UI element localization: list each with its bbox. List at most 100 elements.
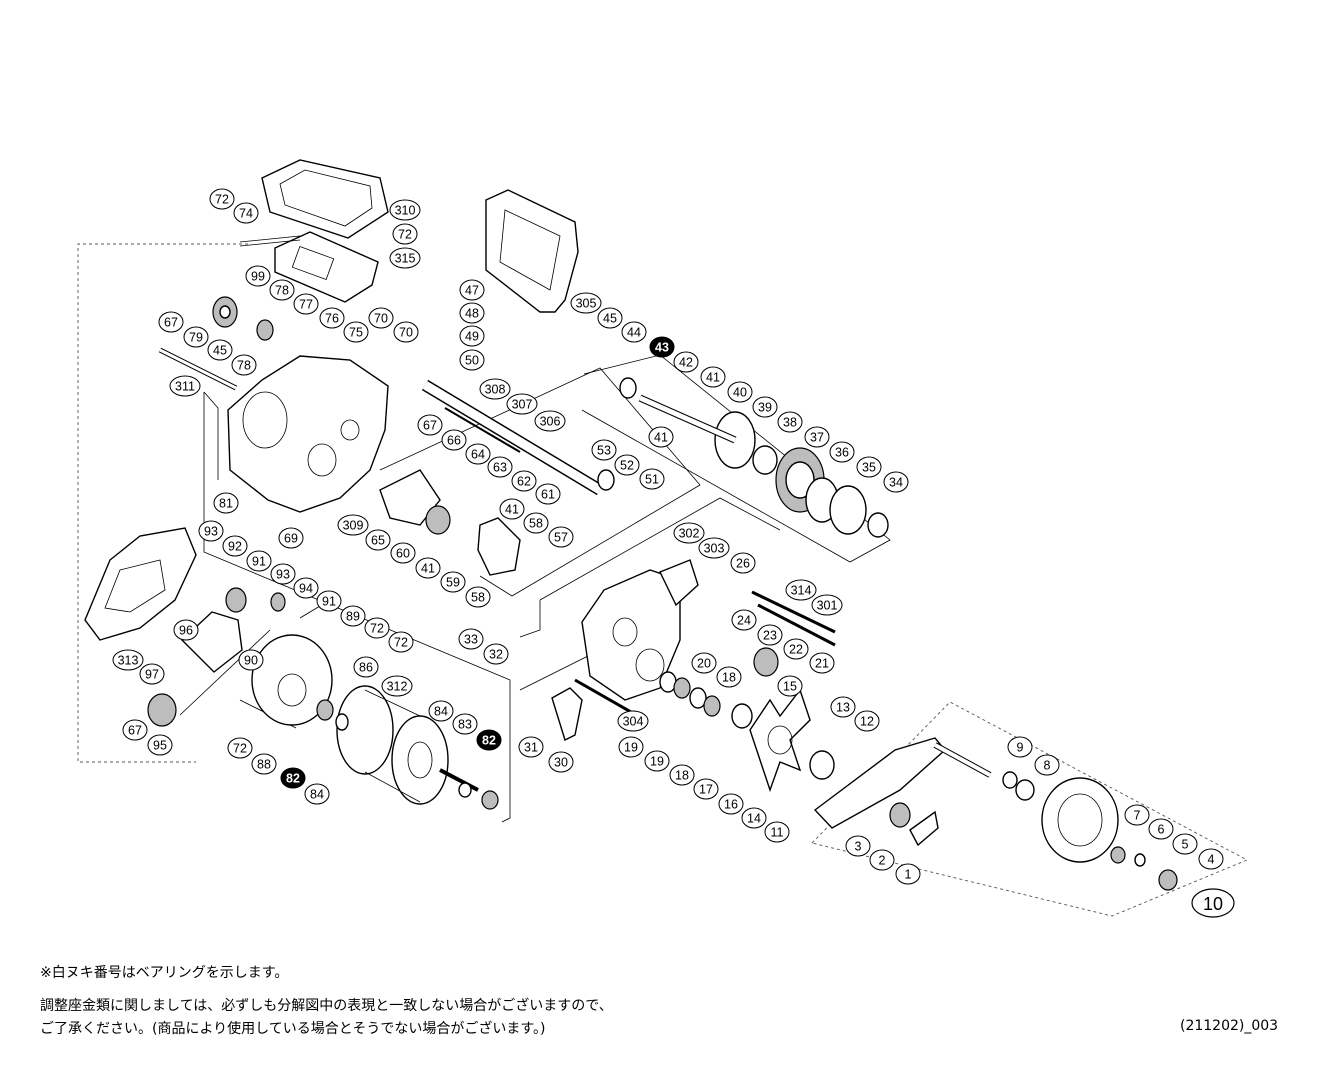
part-callout-11: 11 bbox=[764, 821, 790, 843]
part-number-text: 37 bbox=[810, 431, 824, 445]
top-cover-part bbox=[261, 159, 389, 239]
part-number-text: 23 bbox=[763, 629, 777, 643]
part-callout-99: 99 bbox=[245, 265, 271, 287]
part-callout-59: 59 bbox=[440, 571, 466, 593]
part-number-text: 93 bbox=[204, 525, 218, 539]
handle-arm-part bbox=[813, 737, 946, 829]
adjust-note-line-2: ご了承ください。(商品により使用している場合とそうでない場合がございます。) bbox=[40, 1021, 546, 1037]
side-plate-part bbox=[485, 189, 579, 313]
part-number-text: 75 bbox=[349, 326, 363, 340]
part-number-text: 94 bbox=[299, 582, 313, 596]
part-callout-6: 6 bbox=[1148, 818, 1174, 840]
part-callout-17: 17 bbox=[693, 778, 719, 800]
part-number-text: 70 bbox=[374, 312, 388, 326]
part-number-text: 83 bbox=[458, 718, 472, 732]
part-callout-304: 304 bbox=[617, 710, 649, 732]
part-number-text: 3 bbox=[855, 840, 862, 854]
part-number-text: 306 bbox=[540, 415, 561, 429]
part-callout-95: 95 bbox=[147, 734, 173, 756]
part-number-text: 62 bbox=[517, 475, 531, 489]
part-number-text: 41 bbox=[706, 371, 720, 385]
part-callout-7: 7 bbox=[1124, 804, 1150, 826]
part-number-text: 45 bbox=[603, 312, 617, 326]
part-number-text: 51 bbox=[645, 473, 659, 487]
part-callout-84: 84 bbox=[428, 700, 454, 722]
part-callout-57: 57 bbox=[548, 526, 574, 548]
adjust-note-line-1: 調整座金類に関しましては、必ずしも分解図中の表現と一致しない場合がございますので… bbox=[40, 998, 613, 1014]
part-number-text: 313 bbox=[118, 654, 139, 668]
part-callout-78: 78 bbox=[231, 354, 257, 376]
bearing-note: ※白ヌキ番号はベアリングを示します。 bbox=[40, 965, 289, 981]
part-callout-4: 4 bbox=[1198, 848, 1224, 870]
part-callout-313: 313 bbox=[112, 649, 144, 671]
part-number-text: 89 bbox=[346, 610, 360, 624]
part-callout-67: 67 bbox=[122, 719, 148, 741]
part-number-text: 307 bbox=[512, 398, 533, 412]
part-number-text: 76 bbox=[325, 312, 339, 326]
part-number-text: 99 bbox=[251, 270, 265, 284]
part-number-text: 72 bbox=[370, 622, 384, 636]
part-callout-90: 90 bbox=[238, 649, 264, 671]
part-callout-16: 16 bbox=[718, 793, 744, 815]
part-callout-75: 75 bbox=[343, 321, 369, 343]
part-number-text: 16 bbox=[724, 798, 738, 812]
part-number-text: 77 bbox=[299, 298, 313, 312]
part-callout-82: 82 bbox=[476, 729, 502, 751]
part-callout-303: 303 bbox=[698, 537, 730, 559]
part-callout-306: 306 bbox=[534, 410, 566, 432]
part-number-text: 78 bbox=[237, 359, 251, 373]
part-number-text: 17 bbox=[699, 783, 713, 797]
part-number-text: 82 bbox=[286, 772, 300, 786]
part-number-text: 14 bbox=[747, 812, 761, 826]
part-callout-84: 84 bbox=[304, 783, 330, 805]
part-number-text: 6 bbox=[1158, 823, 1165, 837]
part-callout-301: 301 bbox=[811, 594, 843, 616]
part-callout-13: 13 bbox=[830, 696, 856, 718]
part-number-text: 20 bbox=[697, 657, 711, 671]
part-number-text: 67 bbox=[128, 724, 142, 738]
part-callout-83: 83 bbox=[452, 713, 478, 735]
part-number-text: 57 bbox=[554, 531, 568, 545]
part-callout-19: 19 bbox=[618, 736, 644, 758]
part-callout-88: 88 bbox=[251, 753, 277, 775]
part-callout-86: 86 bbox=[353, 656, 379, 678]
part-number-text: 72 bbox=[398, 228, 412, 242]
part-number-text: 19 bbox=[650, 755, 664, 769]
part-callout-48: 48 bbox=[459, 302, 485, 324]
part-callout-72: 72 bbox=[209, 188, 235, 210]
part-callout-33: 33 bbox=[458, 628, 484, 650]
part-number-text: 31 bbox=[524, 741, 538, 755]
part-number-text: 36 bbox=[835, 446, 849, 460]
part-number-text: 58 bbox=[529, 517, 543, 531]
part-callout-35: 35 bbox=[856, 456, 882, 478]
part-number-text: 12 bbox=[860, 715, 874, 729]
part-number-text: 11 bbox=[771, 826, 784, 840]
part-callout-32: 32 bbox=[483, 643, 509, 665]
part-callout-49: 49 bbox=[459, 325, 485, 347]
part-callout-21: 21 bbox=[809, 652, 835, 674]
part-number-text: 41 bbox=[654, 431, 668, 445]
part-callout-41: 41 bbox=[648, 426, 674, 448]
part-number-text: 32 bbox=[489, 648, 503, 662]
part-number-text: 315 bbox=[395, 252, 416, 266]
part-number-text: 18 bbox=[722, 671, 736, 685]
part-number-text: 21 bbox=[815, 657, 829, 671]
part-callout-18: 18 bbox=[716, 666, 742, 688]
part-number-text: 41 bbox=[505, 503, 519, 517]
part-number-text: 311 bbox=[175, 380, 195, 394]
assembly-callout: 10 bbox=[1191, 888, 1235, 918]
group-outlines bbox=[77, 243, 1249, 917]
part-number-text: 93 bbox=[276, 568, 290, 582]
assembly-number: 10 bbox=[1203, 894, 1223, 914]
part-callout-8: 8 bbox=[1034, 754, 1060, 776]
part-number-text: 97 bbox=[145, 668, 159, 682]
part-number-text: 88 bbox=[257, 758, 271, 772]
part-callout-41: 41 bbox=[499, 498, 525, 520]
part-callout-60: 60 bbox=[390, 542, 416, 564]
part-number-text: 72 bbox=[233, 742, 247, 756]
part-callout-20: 20 bbox=[691, 652, 717, 674]
part-number-text: 1 bbox=[905, 868, 912, 882]
part-number-text: 67 bbox=[423, 419, 437, 433]
part-number-text: 86 bbox=[359, 661, 373, 675]
part-number-text: 95 bbox=[153, 739, 167, 753]
